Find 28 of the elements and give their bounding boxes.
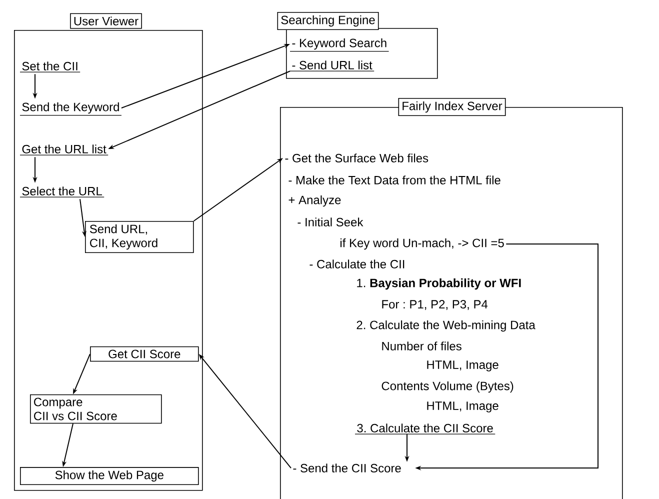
text-line: - Send the CII Score bbox=[293, 464, 401, 472]
text-line: HTML, Image bbox=[427, 360, 498, 372]
process-box: Show the Web Page bbox=[20, 467, 199, 485]
panel-title: User Viewer bbox=[70, 13, 142, 29]
underlined-text: Select the URL bbox=[20, 186, 104, 198]
underlined-text: Send the Keyword bbox=[20, 102, 122, 116]
text-line: 2. Calculate the Web-mining Data bbox=[356, 320, 536, 332]
underlined-text: Get the URL list bbox=[20, 144, 108, 156]
underlined-text: 3. Calculate the CII Score bbox=[354, 424, 496, 434]
text-line: - Calculate the CII bbox=[310, 260, 404, 268]
text-line: + Analyze bbox=[288, 195, 341, 207]
text-line: Contents Volume (Bytes) bbox=[382, 381, 514, 393]
process-box: Send URL, CII, Keyword bbox=[85, 221, 194, 253]
text-line: - Get the Surface Web files bbox=[285, 154, 428, 162]
underlined-text: Set the CII bbox=[20, 62, 80, 72]
text-line: if Key word Un-mach, -> CII =5 bbox=[340, 238, 504, 250]
underlined-text: - Keyword Search bbox=[290, 38, 390, 52]
panel-title: Searching Engine bbox=[277, 12, 379, 30]
text-line: Number of files bbox=[382, 342, 462, 350]
text-line: 1. Baysian Probability or WFI bbox=[357, 278, 521, 290]
process-box: Get CII Score bbox=[90, 346, 199, 362]
text-line: - Make the Text Data from the HTML file bbox=[288, 176, 500, 184]
underlined-text: - Send URL list bbox=[290, 60, 374, 72]
process-box: Compare CII vs CII Score bbox=[30, 394, 162, 424]
text-line: - Initial Seek bbox=[298, 218, 364, 226]
text-line: HTML, Image bbox=[427, 402, 498, 412]
text-line: For : P1, P2, P3, P4 bbox=[382, 300, 488, 310]
panel-title: Fairly Index Server bbox=[398, 98, 506, 116]
